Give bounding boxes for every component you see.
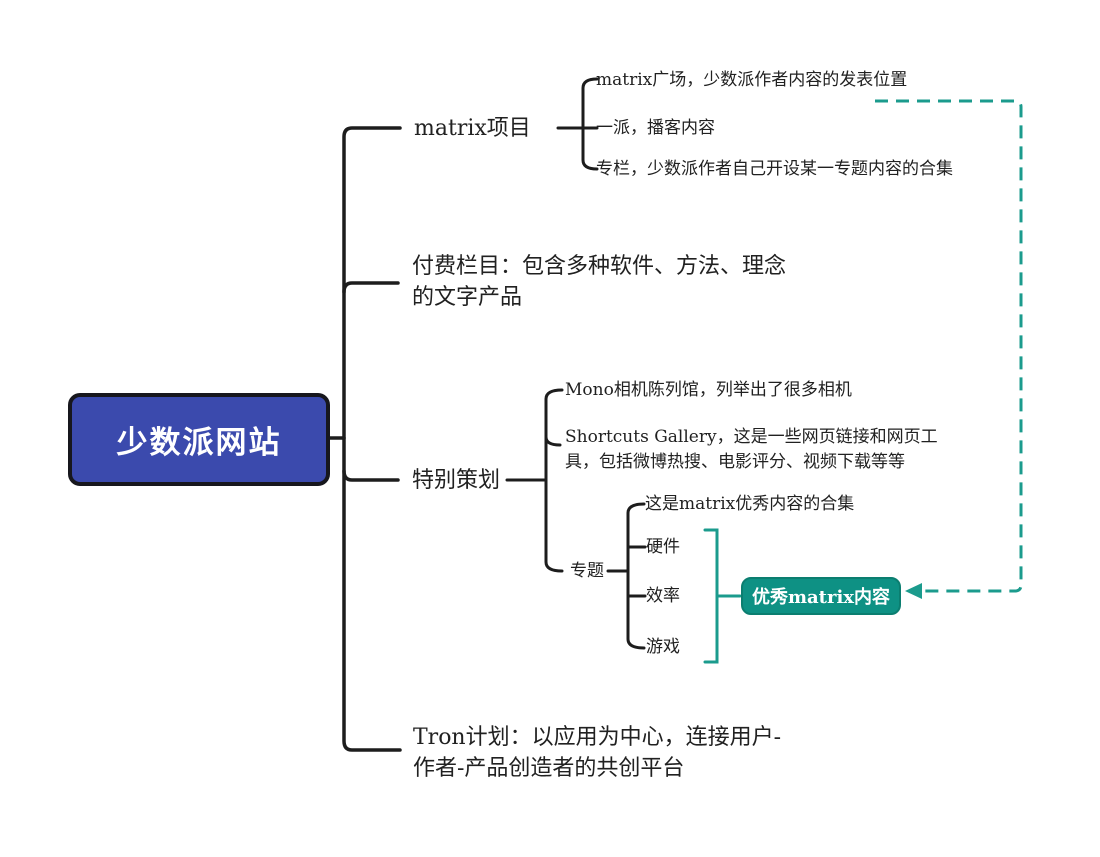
branch-matrix-project[interactable]: matrix项目 bbox=[414, 116, 531, 141]
matrix-children-bracket bbox=[581, 77, 599, 171]
branch-special-plan[interactable]: 特别策划 bbox=[412, 468, 501, 493]
leaf-yipai-podcast[interactable]: 一派，播客内容 bbox=[596, 118, 715, 138]
leaf-topics-intro[interactable]: 这是matrix优秀内容的合集 bbox=[645, 494, 855, 514]
leaf-mono-camera[interactable]: Mono相机陈列馆，列举出了很多相机 bbox=[565, 380, 852, 400]
relation-arrowhead-icon bbox=[905, 583, 922, 599]
callout-group-bracket bbox=[703, 528, 719, 664]
root-node-label: 少数派网站 bbox=[116, 425, 282, 460]
branch-tron-plan[interactable]: Tron计划：以应用为中心，连接用户-作者-产品创造者的共创平台 bbox=[413, 725, 782, 781]
special-children-bracket bbox=[544, 388, 564, 573]
shortcuts-tick-line bbox=[544, 435, 562, 447]
callout-node-excellent-matrix[interactable]: 优秀matrix内容 bbox=[741, 577, 901, 615]
branch-paid-column[interactable]: 付费栏目：包含多种软件、方法、理念的文字产品 bbox=[412, 254, 787, 310]
topics-children-bracket bbox=[626, 502, 646, 650]
leaf-efficiency[interactable]: 效率 bbox=[646, 586, 680, 606]
leaf-matrix-plaza[interactable]: matrix广场，少数派作者内容的发表位置 bbox=[596, 70, 908, 90]
trunk-line bbox=[342, 126, 402, 752]
relation-dashed-line bbox=[875, 99, 1023, 593]
branch-paid-connector-line bbox=[342, 281, 400, 294]
leaf-games[interactable]: 游戏 bbox=[646, 637, 680, 657]
branch-special-connector-line bbox=[342, 469, 400, 482]
node-topics[interactable]: 专题 bbox=[570, 561, 604, 581]
leaf-shortcuts-gallery[interactable]: Shortcuts Gallery，这是一些网页链接和网页工具，包括微博热搜、电… bbox=[565, 427, 938, 472]
root-node-shaoshupai[interactable]: 少数派网站 bbox=[68, 393, 330, 486]
leaf-hardware[interactable]: 硬件 bbox=[646, 537, 680, 557]
leaf-zhuanlan-column[interactable]: 专栏，少数派作者自己开设某一专题内容的合集 bbox=[596, 159, 953, 179]
callout-node-label: 优秀matrix内容 bbox=[751, 587, 891, 608]
